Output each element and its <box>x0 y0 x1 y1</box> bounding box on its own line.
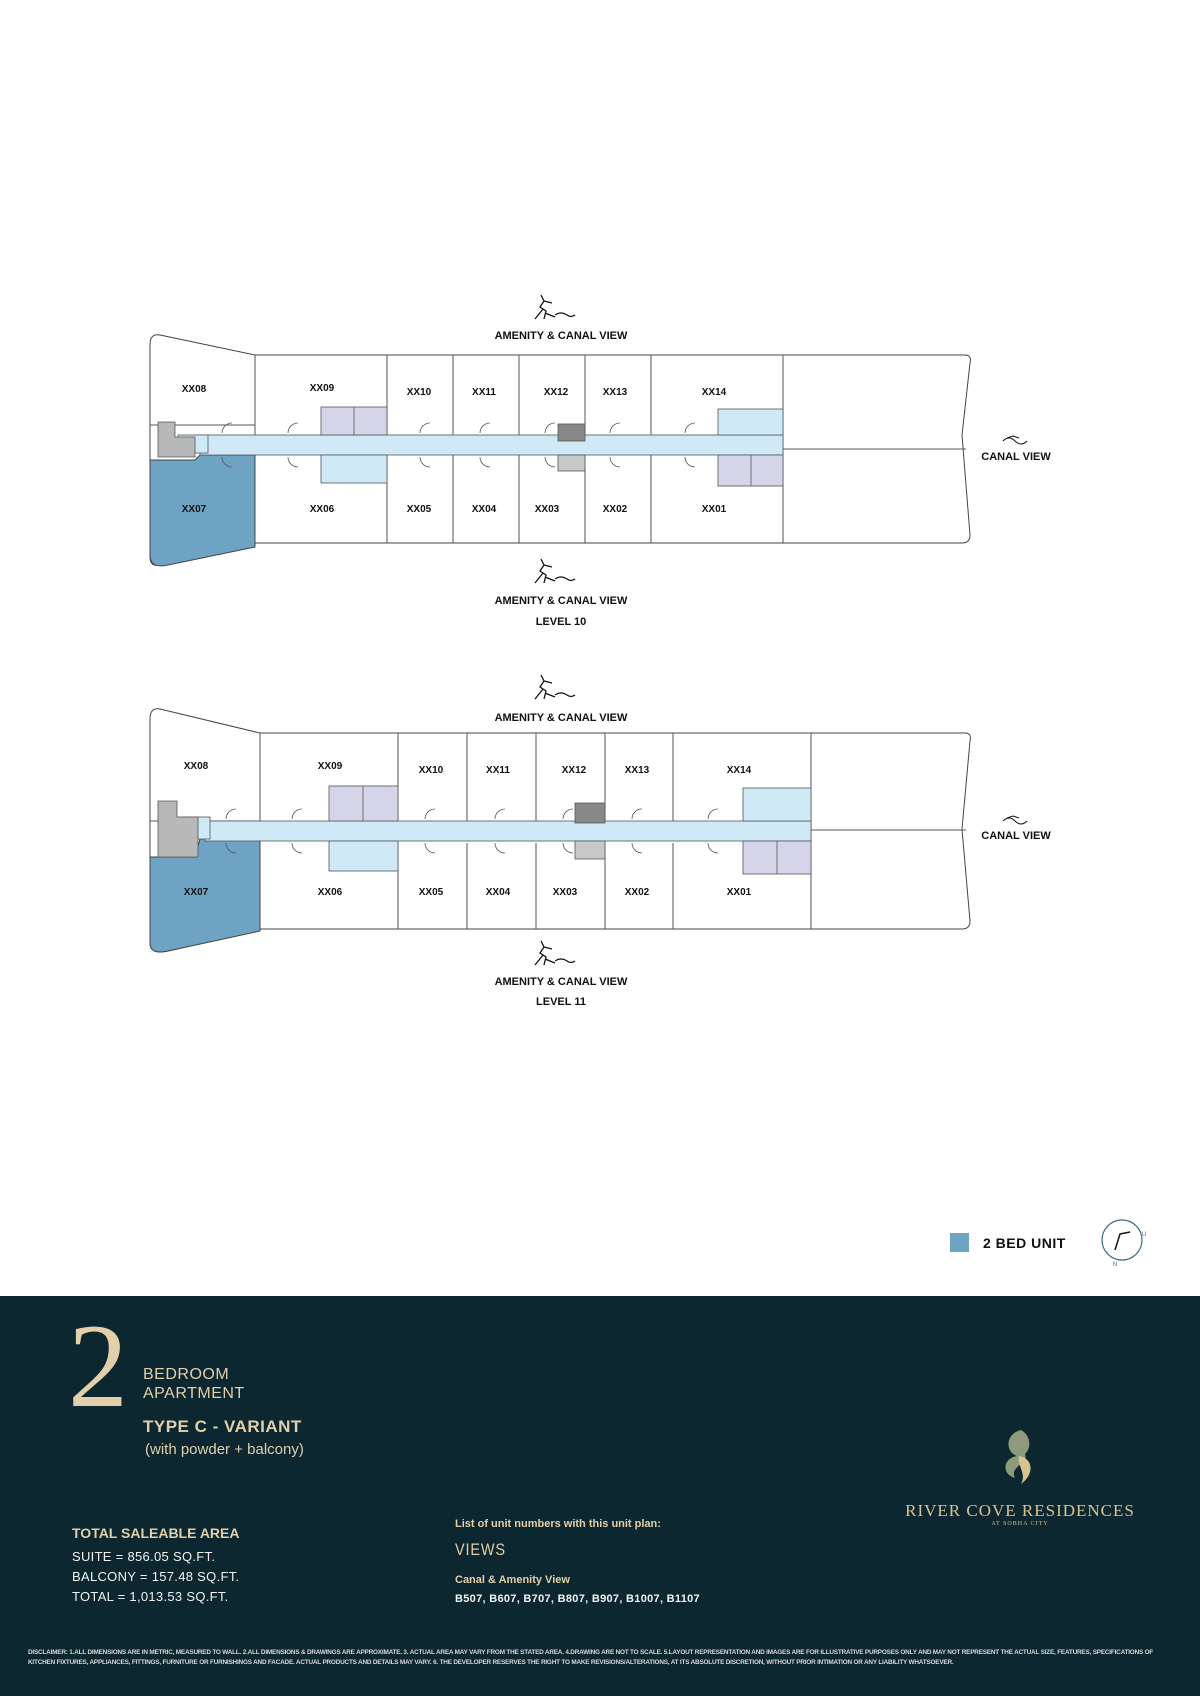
level-label: LEVEL 11 <box>536 996 586 1008</box>
apartment-line1: BEDROOM <box>143 1366 230 1383</box>
amenity-icon <box>534 940 576 966</box>
footer-panel: 2 BEDROOM APARTMENT TYPE C - VARIANT (wi… <box>0 1296 1200 1696</box>
compass-east: U <box>1142 1232 1146 1238</box>
unit-label: XX03 <box>535 504 560 515</box>
unit-label: XX11 <box>486 765 510 776</box>
top-view-label: AMENITY & CANAL VIEW <box>495 330 628 342</box>
unit-label: XX02 <box>603 504 628 515</box>
area-suite: SUITE = 856.05 SQ.FT. <box>72 1549 216 1564</box>
unit-label: XX10 <box>419 765 444 776</box>
legend-swatch <box>950 1233 969 1252</box>
floor-plan-level-11: AMENITY & CANAL VIEW <box>0 667 1200 1017</box>
unit-label: XX05 <box>407 504 432 515</box>
floor-plan-level-10-drawing: AMENITY & CANAL VIEW <box>149 294 1051 628</box>
bottom-view-label: AMENITY & CANAL VIEW <box>495 595 628 607</box>
brand-mark-icon <box>1005 1430 1031 1484</box>
legend-label: 2 BED UNIT <box>983 1234 1066 1251</box>
views-heading: VIEWS <box>455 1540 506 1559</box>
unit-label: XX07 <box>184 887 209 898</box>
brand-logo: RIVER COVE RESIDENCES AT SOBHA CITY <box>905 1426 1135 1527</box>
unit-label: XX08 <box>184 761 209 772</box>
disclaimer: DISCLAIMER: 1.ALL DIMENSIONS ARE IN METR… <box>28 1649 1154 1666</box>
unit-label: XX06 <box>318 887 343 898</box>
bottom-view-label: AMENITY & CANAL VIEW <box>495 976 628 988</box>
unit-label: XX13 <box>603 387 628 398</box>
bedroom-count: 2 <box>68 1299 128 1432</box>
unit-list-title: List of unit numbers with this unit plan… <box>455 1518 661 1530</box>
area-total: TOTAL = 1,013.53 SQ.FT. <box>72 1589 229 1604</box>
unit-label: XX06 <box>310 504 335 515</box>
corridor <box>204 820 812 842</box>
area-balcony: BALCONY = 157.48 SQ.FT. <box>72 1569 240 1584</box>
unit-label: XX11 <box>472 387 496 398</box>
amenity-icon <box>534 558 576 584</box>
canal-icon <box>1002 435 1028 445</box>
unit-label: XX12 <box>562 765 587 776</box>
apartment-line2: APARTMENT <box>143 1385 245 1402</box>
compass-north: N <box>1113 1262 1117 1268</box>
unit-label: XX14 <box>702 387 727 398</box>
compass-icon: N U <box>1100 1218 1150 1273</box>
unit-label: XX01 <box>727 887 752 898</box>
area-title: TOTAL SALEABLE AREA <box>72 1525 240 1541</box>
canal-icon <box>1002 815 1028 825</box>
unit-label: XX01 <box>702 504 727 515</box>
unit-label: XX03 <box>553 887 578 898</box>
unit-label: XX08 <box>182 384 207 395</box>
unit-numbers: B507, B607, B707, B807, B907, B1007, B11… <box>455 1593 700 1605</box>
unit-label: XX07 <box>182 504 207 515</box>
floor-plan-level-11-drawing: AMENITY & CANAL VIEW <box>149 674 1051 1008</box>
unit-label: XX12 <box>544 387 569 398</box>
apartment-subtitle: (with powder + balcony) <box>145 1441 304 1458</box>
amenity-icon <box>534 294 576 320</box>
floor-plan-level-10: AMENITY & CANAL VIEW <box>0 285 1200 635</box>
unit-label: XX10 <box>407 387 432 398</box>
corridor <box>199 434 784 456</box>
apartment-type: TYPE C - VARIANT <box>143 1417 302 1436</box>
unit-label: XX02 <box>625 887 650 898</box>
unit-label: XX13 <box>625 765 650 776</box>
unit-label: XX04 <box>472 504 497 515</box>
unit-label: XX09 <box>318 761 343 772</box>
brand-name: RIVER COVE RESIDENCES <box>905 1501 1135 1520</box>
view-name: Canal & Amenity View <box>455 1574 570 1586</box>
amenity-icon <box>534 674 576 700</box>
unit-label: XX05 <box>419 887 444 898</box>
unit-label: XX04 <box>486 887 511 898</box>
side-view-label: CANAL VIEW <box>981 830 1051 842</box>
top-view-label: AMENITY & CANAL VIEW <box>495 712 628 724</box>
unit-label: XX09 <box>310 383 335 394</box>
level-label: LEVEL 10 <box>536 616 587 628</box>
brand-sub: AT SOBHA CITY <box>991 1521 1049 1527</box>
unit-label: XX14 <box>727 765 752 776</box>
side-view-label: CANAL VIEW <box>981 451 1051 463</box>
legend: 2 BED UNIT <box>950 1233 1066 1252</box>
